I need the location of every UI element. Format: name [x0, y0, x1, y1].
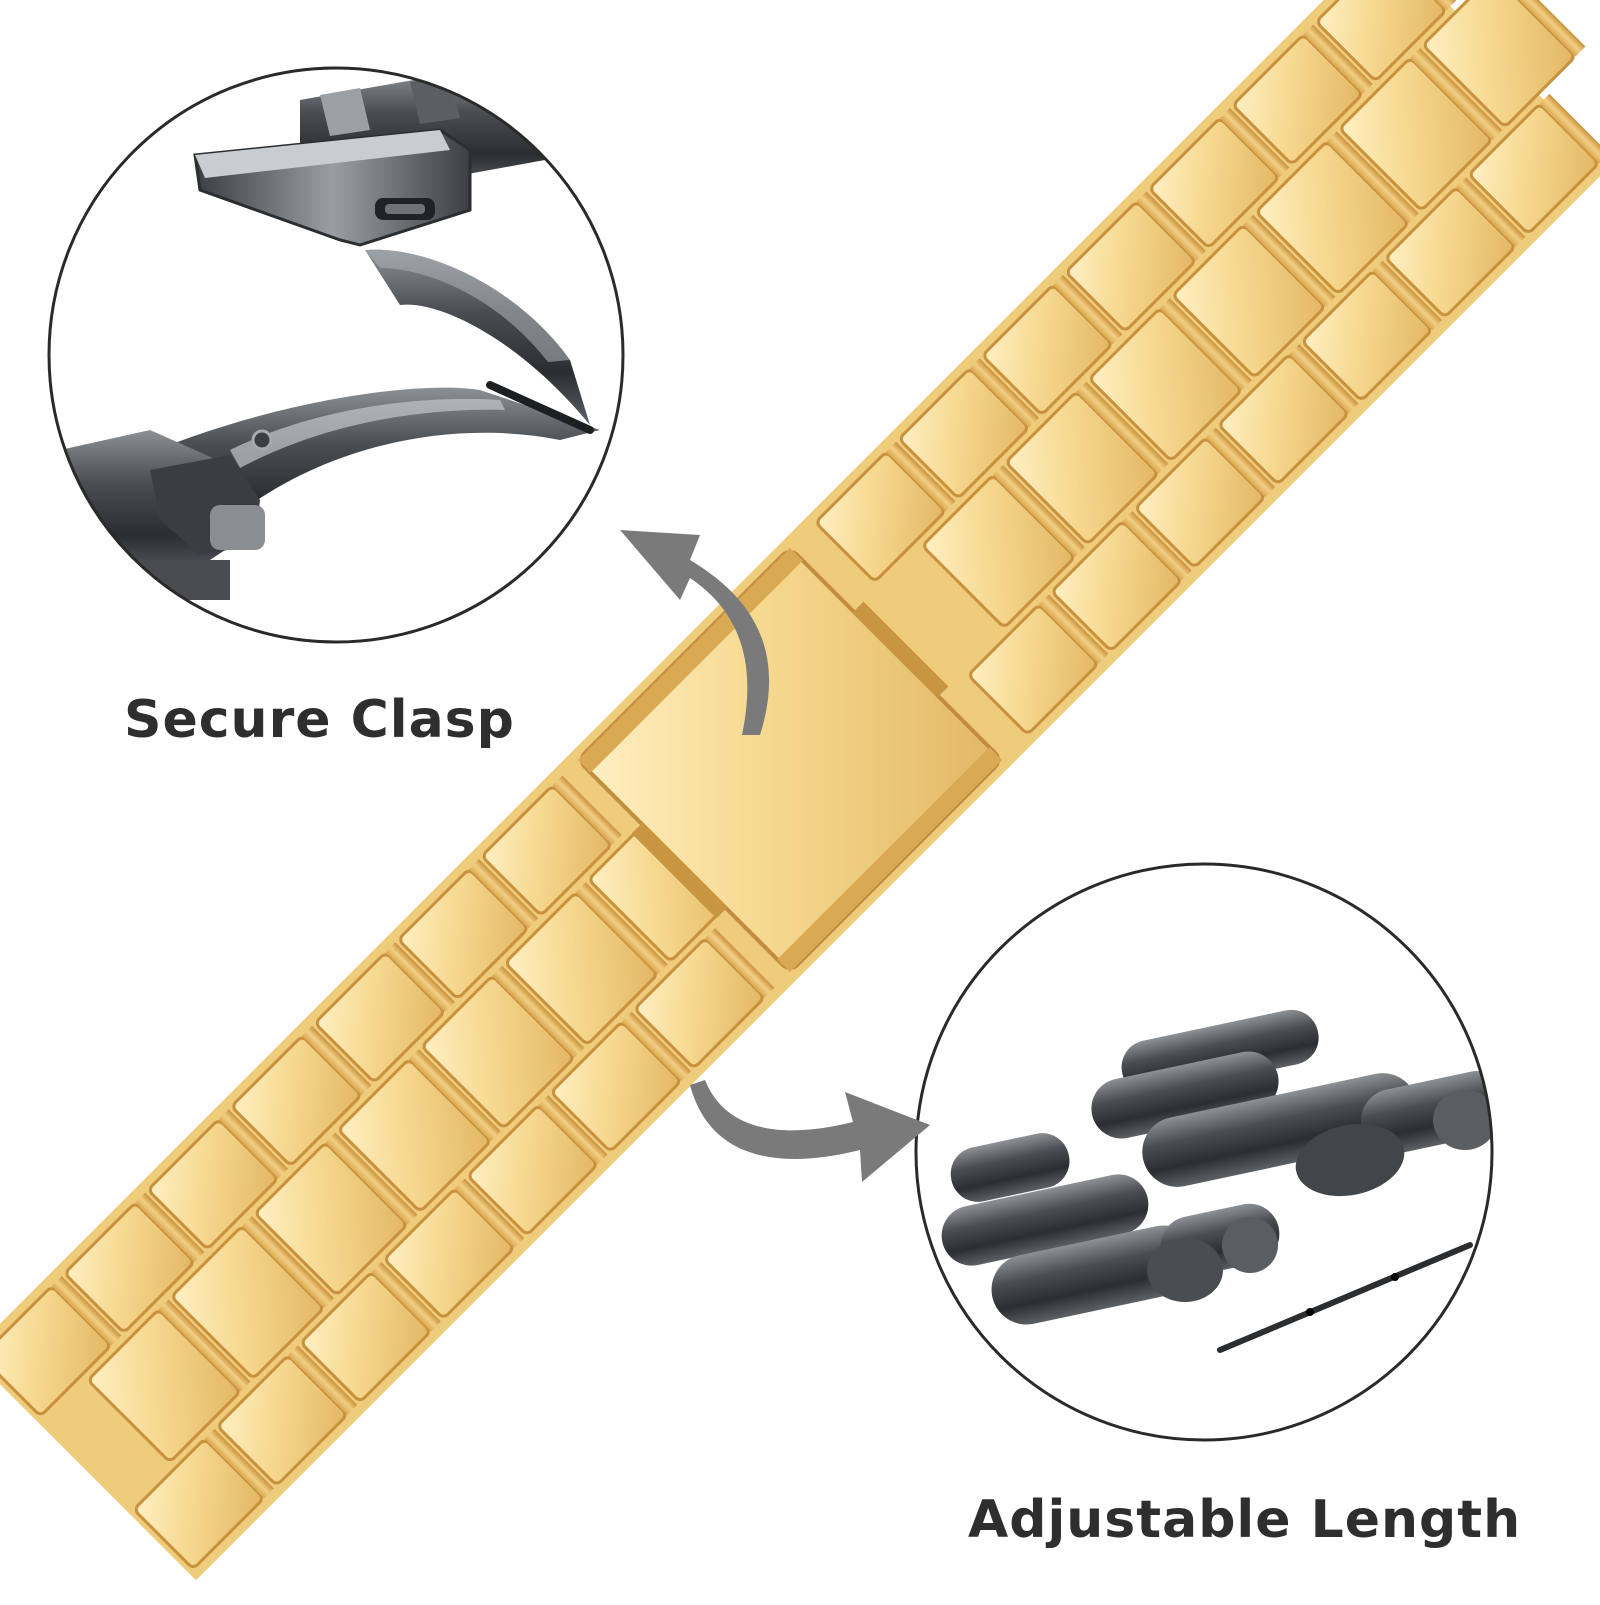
band-link-gap — [1159, 298, 1252, 391]
band-link-gap — [218, 1109, 288, 1179]
band-link-gap — [1456, 177, 1526, 247]
band-link-gap — [1205, 427, 1276, 497]
band-link-gap — [1243, 214, 1336, 307]
caption-secure-clasp: Secure Clasp — [124, 690, 515, 750]
band-link-gap — [1303, 24, 1373, 94]
band-link — [551, 1022, 681, 1151]
band-link — [399, 869, 528, 999]
band-link-gap — [969, 358, 1039, 428]
band-link-gap — [371, 1262, 441, 1332]
band-link-gap — [1053, 274, 1123, 345]
arrow-to-links-icon — [690, 1080, 930, 1182]
band-link-gap — [621, 1011, 692, 1082]
band-link — [1006, 392, 1158, 544]
caption-adjustable-length: Adjustable Length — [968, 1490, 1522, 1550]
clasp-detail-inset — [47, 66, 625, 644]
band-link-gap — [385, 942, 455, 1012]
band-link — [468, 1106, 597, 1235]
band-link-gap — [492, 965, 585, 1058]
band-link — [315, 953, 444, 1082]
band-link — [339, 1060, 490, 1211]
band-link — [172, 1226, 324, 1378]
band-link-gap — [1076, 381, 1169, 474]
band-link-gap — [1038, 594, 1109, 664]
band-link-gap — [158, 1299, 251, 1392]
band-link-gap — [1410, 47, 1503, 140]
band-link-gap — [992, 465, 1085, 558]
band-link-gap — [241, 1216, 334, 1309]
band-link-gap — [408, 1049, 501, 1142]
arrow-to-clasp-icon — [620, 530, 770, 735]
band-link-gap — [325, 1132, 418, 1225]
band-link-gap — [538, 1095, 608, 1165]
band-link-gap — [204, 1428, 274, 1499]
band-link-gap — [1219, 108, 1290, 178]
band-link-gap — [1122, 511, 1192, 581]
band-link-gap — [575, 882, 668, 975]
band-link-gap — [454, 1178, 525, 1248]
band-link — [255, 1143, 407, 1295]
band-link — [1090, 309, 1241, 460]
band-link — [1317, 0, 1446, 81]
band-link-gap — [1136, 191, 1206, 261]
band-link — [482, 786, 611, 915]
band-link-gap — [468, 858, 539, 929]
band-link — [635, 939, 764, 1068]
band-link-gap — [1326, 131, 1419, 224]
band-link-gap — [51, 1276, 122, 1346]
band-link — [899, 369, 1029, 498]
band-link-gap — [1372, 260, 1442, 331]
band-link-gap — [1539, 93, 1600, 164]
band-link-gap — [1493, 0, 1586, 57]
band-link-gap — [552, 775, 622, 845]
band-link — [923, 476, 1074, 627]
band-link-gap — [886, 441, 956, 512]
band-link-gap — [135, 1192, 205, 1263]
band-link-gap — [302, 1025, 372, 1096]
band-link-gap — [1289, 344, 1359, 414]
band-link-gap — [705, 928, 775, 998]
links-detail-inset — [914, 862, 1494, 1442]
band-link-gap — [287, 1345, 358, 1415]
